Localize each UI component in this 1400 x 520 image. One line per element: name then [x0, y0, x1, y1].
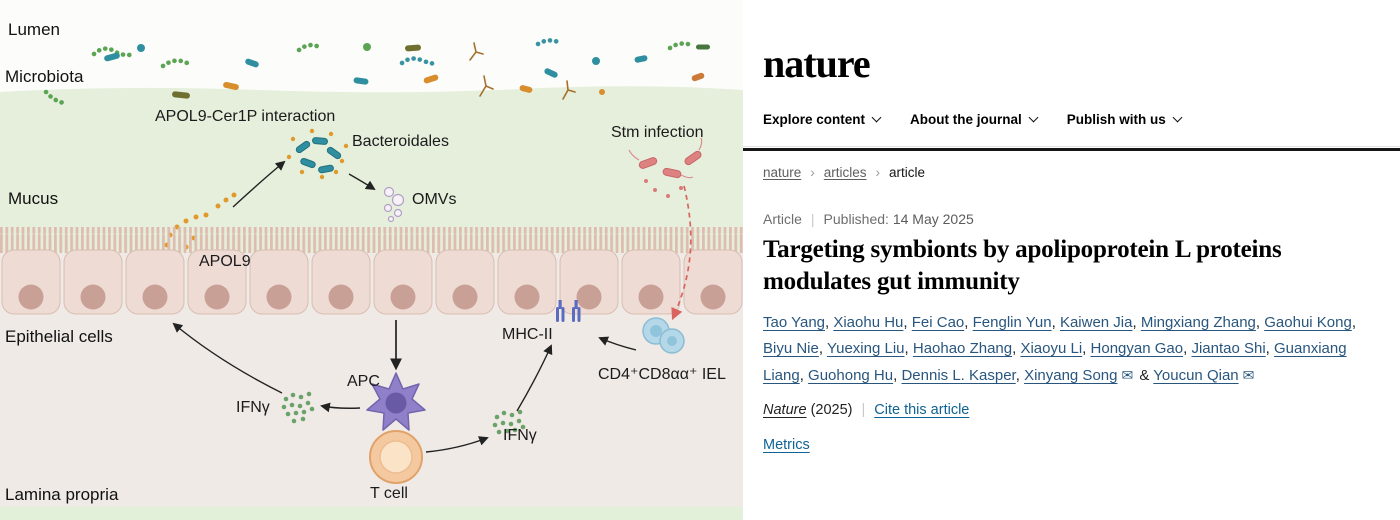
author-link[interactable]: Guanxiang Liang [763, 340, 1347, 384]
label-ifn-gamma-right: IFNγ [503, 427, 537, 444]
microbiota-band [43, 38, 710, 106]
author-link[interactable]: Kaiwen Jia [1059, 314, 1133, 331]
author-separator: , [825, 314, 834, 331]
label-stm-infection: Stm infection [611, 124, 704, 141]
ifn-gamma-dots-right [492, 409, 526, 435]
t-cell [369, 430, 423, 484]
author-separator: , [1015, 367, 1025, 384]
author-separator: , [818, 340, 827, 357]
meta-separator: | [810, 211, 815, 227]
bacteroidales-cluster [286, 128, 349, 180]
breadcrumb-nature[interactable]: nature [763, 165, 802, 180]
omv-vesicles [383, 186, 405, 223]
apc-cell [366, 372, 426, 431]
content-type-label: Article [763, 211, 802, 227]
email-icon[interactable]: ✉ [1121, 367, 1134, 383]
nav-divider-thick [743, 148, 1400, 151]
nav-about-the-journal[interactable]: About the journal [910, 112, 1039, 127]
author-separator: , [904, 340, 913, 357]
figure-canvas [0, 38, 743, 520]
gut-immunity-figure: Lumen Microbiota Mucus Epithelial cells … [0, 20, 743, 520]
journal-year: (2025) [810, 402, 853, 418]
iel-cell [642, 317, 685, 354]
author-separator: , [903, 314, 912, 331]
author-link[interactable]: Gaohui Kong [1264, 314, 1352, 331]
author-link[interactable]: Dennis L. Kasper [901, 367, 1016, 384]
label-mucus: Mucus [8, 189, 59, 208]
author-link[interactable]: Tao Yang [763, 314, 825, 331]
author-link[interactable]: Hongyan Gao [1090, 340, 1184, 357]
label-ifn-gamma-left: IFNγ [236, 399, 270, 416]
stm-invasion-arrow [671, 185, 692, 321]
chevron-down-icon [871, 112, 882, 123]
author-separator: & [1135, 367, 1154, 384]
label-mhc-ii: MHC-II [502, 326, 553, 343]
flow-arrows [172, 160, 637, 453]
author-separator: , [1012, 340, 1021, 357]
author-link[interactable]: Xiaoyu Li [1020, 340, 1083, 357]
cite-link[interactable]: Cite this article [874, 402, 970, 418]
author-separator: , [1051, 314, 1060, 331]
journal-reference: Nature (2025) | Cite this article [763, 402, 969, 418]
label-apol9-cer1p: APOL9-Cer1P interaction [155, 108, 336, 125]
article-meta: Article | Published: 14 May 2025 [763, 211, 974, 227]
author-separator: , [1183, 340, 1192, 357]
author-separator: , [964, 314, 973, 331]
label-lumen: Lumen [8, 20, 60, 39]
author-link[interactable]: Fenglin Yun [972, 314, 1052, 331]
author-separator: , [1351, 314, 1356, 331]
main-nav: Explore content About the journal Publish … [763, 112, 1183, 127]
author-separator: , [1265, 340, 1274, 357]
author-link[interactable]: Youcun Qian [1153, 367, 1239, 384]
metrics-link[interactable]: Metrics [763, 437, 810, 453]
nature-logo[interactable]: nature [763, 41, 871, 86]
author-link[interactable]: Jiantao Shi [1191, 340, 1266, 357]
author-separator: , [893, 367, 902, 384]
label-microbiota: Microbiota [5, 67, 84, 86]
breadcrumb-article: article [889, 165, 926, 180]
author-link[interactable]: Fei Cao [911, 314, 965, 331]
published-label: Published: [823, 211, 889, 227]
page-title: Targeting symbionts by apolipoprotein L … [763, 236, 1282, 295]
published-date: 14 May 2025 [892, 211, 974, 227]
author-link[interactable]: Mingxiang Zhang [1140, 314, 1256, 331]
journal-link[interactable]: Nature [763, 402, 807, 418]
breadcrumb-articles[interactable]: articles [823, 165, 867, 180]
epithelium [0, 227, 743, 315]
label-epithelial-cells: Epithelial cells [5, 327, 113, 346]
stm-bacteria [628, 137, 703, 198]
label-lamina-propria: Lamina propria [5, 485, 119, 504]
mhc-ii-molecules [556, 300, 581, 322]
author-link[interactable]: Yuexing Liu [826, 340, 905, 357]
nav-divider-thin [743, 146, 1400, 147]
label-bacteroidales: Bacteroidales [352, 133, 449, 150]
chevron-down-icon [1172, 112, 1183, 123]
label-apol9: APOL9 [199, 253, 251, 270]
breadcrumb: nature › articles › article [763, 165, 925, 180]
chevron-down-icon [1028, 112, 1039, 123]
journal-separator: | [861, 402, 866, 418]
author-link[interactable]: Haohao Zhang [912, 340, 1013, 357]
label-t-cell: T cell [370, 485, 408, 502]
author-separator: , [799, 367, 809, 384]
author-link[interactable]: Biyu Nie [763, 340, 819, 357]
background-zones [0, 86, 743, 520]
breadcrumb-separator-icon: › [875, 165, 881, 180]
label-iel: CD4⁺CD8αα⁺ IEL [598, 366, 726, 383]
label-apc: APC [347, 373, 380, 390]
author-separator: , [1082, 340, 1091, 357]
breadcrumb-separator-icon: › [810, 165, 815, 180]
email-icon[interactable]: ✉ [1242, 367, 1255, 383]
nav-explore-content[interactable]: Explore content [763, 112, 882, 127]
author-separator: , [1255, 314, 1265, 331]
author-separator: , [1132, 314, 1141, 331]
nav-publish-with-us[interactable]: Publish with us [1067, 112, 1183, 127]
ifn-gamma-dots-left [281, 391, 315, 424]
author-link[interactable]: Xinyang Song [1024, 367, 1118, 384]
author-link[interactable]: Guohong Hu [808, 367, 894, 384]
label-omvs: OMVs [412, 191, 457, 208]
author-list: Tao Yang, Xiaohu Hu, Fei Cao, Fenglin Yu… [763, 310, 1383, 389]
author-link[interactable]: Xiaohu Hu [833, 314, 904, 331]
